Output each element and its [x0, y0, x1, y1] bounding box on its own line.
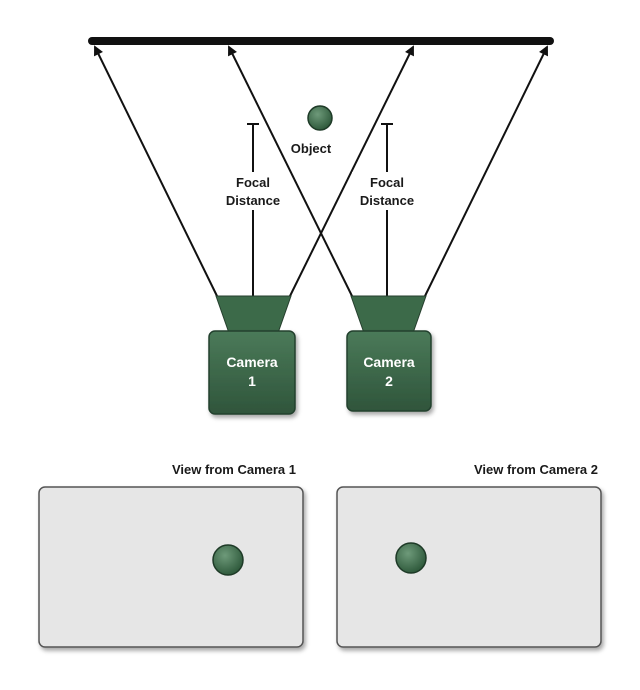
camera2-left-ray: [228, 45, 353, 297]
camera2-label-line2: 2: [385, 373, 393, 389]
focal-label-camera1: Focal Distance: [219, 172, 289, 210]
view1-panel: [38, 486, 304, 648]
view1-title: View from Camera 1: [172, 462, 296, 477]
svg-text:Focal: Focal: [370, 175, 404, 190]
object-sphere: [307, 105, 333, 131]
camera1-label-line2: 1: [248, 373, 256, 389]
view2-title: View from Camera 2: [474, 462, 598, 477]
camera1-label-line1: Camera: [226, 354, 278, 370]
svg-text:Distance: Distance: [360, 193, 414, 208]
camera1-left-ray: [94, 45, 218, 297]
focal-label-camera2: Focal Distance: [352, 172, 422, 210]
camera2-lens: [350, 295, 427, 334]
camera2-right-ray: [424, 45, 548, 297]
svg-text:Focal: Focal: [236, 175, 270, 190]
camera2-body: [346, 330, 432, 412]
view2-object: [395, 542, 427, 574]
view1-object: [212, 544, 244, 576]
camera-1: Camera 1: [208, 295, 296, 415]
camera1-lens: [215, 295, 292, 334]
camera1-body: [208, 330, 296, 415]
svg-text:Distance: Distance: [226, 193, 280, 208]
view2-panel: [336, 486, 602, 648]
object-label: Object: [291, 141, 332, 156]
camera1-right-ray: [289, 45, 414, 297]
camera2-label-line1: Camera: [363, 354, 415, 370]
camera-2: Camera 2: [346, 295, 432, 412]
